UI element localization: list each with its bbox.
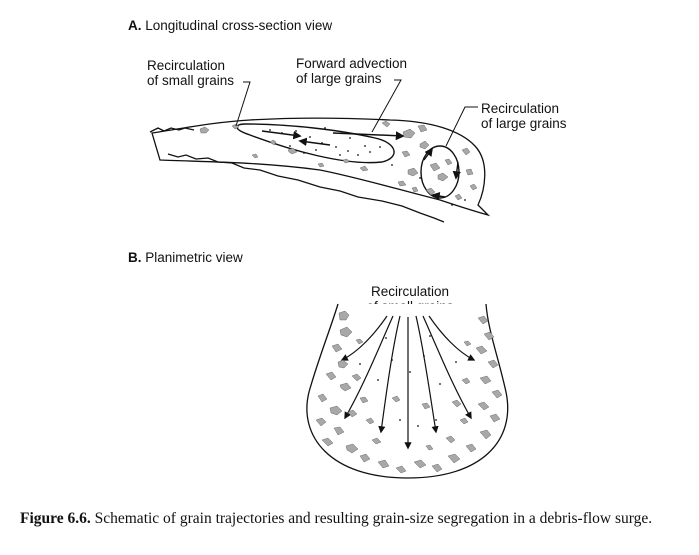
forward-advection-arrow bbox=[332, 131, 405, 141]
figure-caption: Figure 6.6. Schematic of grain trajector… bbox=[20, 509, 685, 529]
panel-b-title-text: Planimetric view bbox=[145, 250, 243, 265]
panel-a-title-text: Longitudinal cross-section view bbox=[145, 18, 333, 33]
label-forward-advection: Forward advection of large grains bbox=[296, 56, 408, 86]
label-small-grains-a: Recirculation of small grains bbox=[147, 58, 235, 88]
surge-planimetric bbox=[306, 303, 509, 479]
surge-cross-section bbox=[149, 79, 491, 223]
recirc-small-loop bbox=[236, 123, 395, 164]
panel-a-letter: A. bbox=[128, 18, 142, 33]
panel-a-title: A. Longitudinal cross-section view bbox=[128, 18, 332, 33]
panel-b-title: B. Planimetric view bbox=[128, 250, 243, 265]
large-grains bbox=[315, 310, 503, 474]
figure-drawing bbox=[149, 79, 509, 479]
bed-left bbox=[149, 127, 195, 133]
label-large-grains: Recirculation of large grains bbox=[481, 101, 567, 131]
caption-number: Figure 6.6. bbox=[20, 510, 91, 527]
panel-b-letter: B. bbox=[128, 250, 142, 265]
caption-text: Schematic of grain trajectories and resu… bbox=[94, 510, 653, 527]
surge-outline bbox=[306, 303, 509, 479]
bed-lower bbox=[167, 153, 445, 223]
flow-arrows bbox=[340, 315, 476, 450]
